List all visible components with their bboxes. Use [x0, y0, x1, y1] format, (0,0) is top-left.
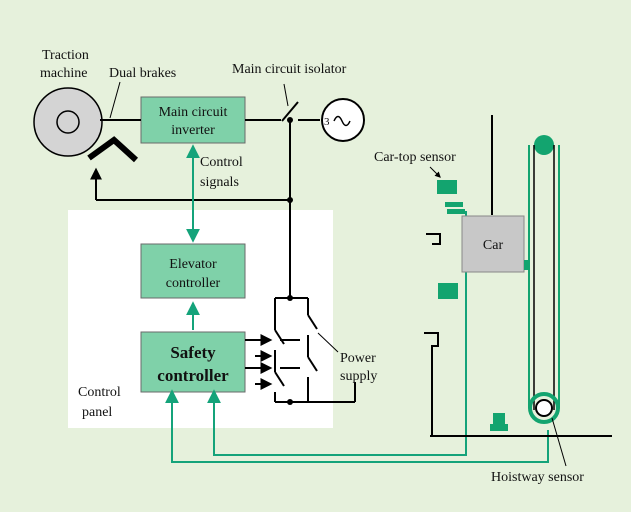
safety-controller-label-2: controller	[157, 366, 229, 385]
inverter-label-2: inverter	[171, 123, 215, 138]
car-rope-clamp	[524, 260, 530, 270]
car-label: Car	[483, 238, 504, 253]
governor-rope	[528, 135, 560, 424]
hoistway	[424, 115, 612, 437]
elevator-car	[461, 215, 525, 273]
elevator-controller	[140, 243, 246, 299]
hoistway-sensor-label: Hoistway sensor	[491, 470, 584, 485]
power-supply-label-1: Power	[340, 351, 376, 366]
inverter-label-1: Main circuit	[159, 105, 228, 120]
dual-brakes	[87, 81, 139, 163]
traction-machine-label-1: Traction	[42, 48, 89, 63]
elevator-controller-label-2: controller	[166, 276, 221, 291]
isolator-switch	[281, 101, 299, 122]
dual-brakes-label: Dual brakes	[109, 66, 176, 81]
safety-controller	[140, 331, 246, 393]
ac-power-source	[321, 98, 365, 142]
junction-dot	[287, 117, 293, 123]
motor-phase-label: 3	[324, 116, 330, 128]
traction-machine	[33, 87, 103, 157]
control-signals-label-1: Control	[200, 155, 243, 170]
isolator-leader	[283, 83, 289, 107]
car-top-sensor-label: Car-top sensor	[374, 150, 456, 165]
traction-machine-label-2: machine	[40, 66, 87, 81]
control-signals-label-2: signals	[200, 175, 239, 190]
control-panel-label-2: panel	[82, 405, 112, 420]
safety-controller-label-1: Safety	[170, 343, 216, 362]
main-circuit-isolator-label: Main circuit isolator	[232, 62, 347, 77]
elevator-controller-label-1: Elevator	[169, 257, 217, 272]
relay-contacts	[245, 295, 356, 405]
control-panel-label-1: Control	[78, 385, 121, 400]
power-supply-label-2: supply	[340, 369, 377, 384]
car-top-sensors	[429, 166, 465, 299]
main-circuit-inverter	[140, 96, 246, 144]
hoistway-sensor-leader	[551, 417, 567, 467]
